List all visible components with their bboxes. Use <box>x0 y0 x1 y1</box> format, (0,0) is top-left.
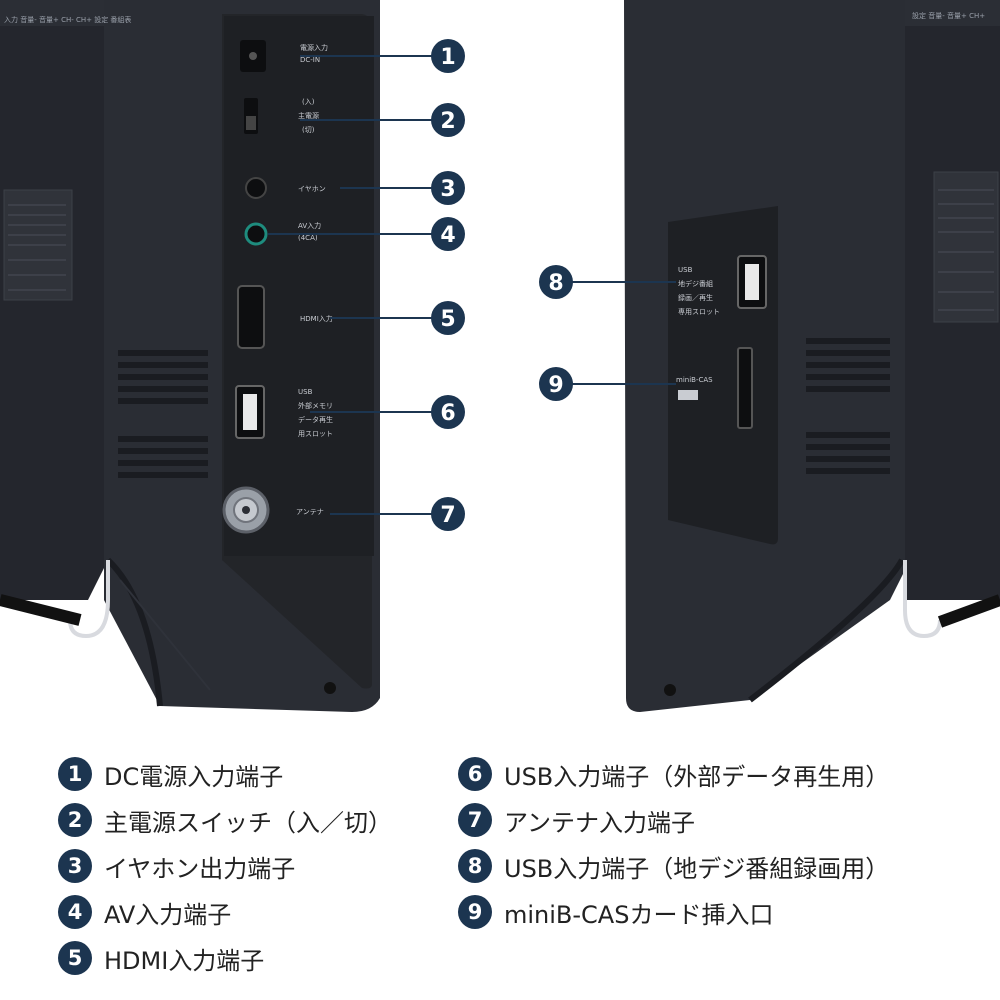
callout-6-number: 6 <box>440 401 455 426</box>
top-buttons-left: 入力 音量- 音量+ CH- CH+ 設定 番組表 <box>4 15 131 24</box>
legend-item-1: 1 DC電源入力端子 <box>58 754 283 794</box>
hdmi-port <box>237 285 265 349</box>
av-label: AV入力 <box>298 221 321 230</box>
callout-2-number: 2 <box>440 109 455 134</box>
callout-3 <box>431 171 465 205</box>
callout-9-number: 9 <box>548 373 563 398</box>
av-sub-label: (4CA) <box>298 234 318 242</box>
legend: 1 DC電源入力端子 2 主電源スイッチ（入／切） 3 イヤホン出力端子 4 A… <box>0 740 1000 1000</box>
legend-item-9: 9 miniB-CASカード挿入口 <box>458 892 773 932</box>
legend-label-9: miniB-CASカード挿入口 <box>504 900 774 929</box>
hdmi-label: HDMI入力 <box>300 314 333 323</box>
legend-number-8: 8 <box>458 849 492 883</box>
legend-label-3: イヤホン出力端子 <box>104 854 296 883</box>
callout-9 <box>539 367 573 401</box>
legend-item-5: 5 HDMI入力端子 <box>58 938 264 978</box>
legend-item-7: 7 アンテナ入力端子 <box>458 800 695 840</box>
legend-number-4: 4 <box>58 895 92 929</box>
legend-number-3: 3 <box>58 849 92 883</box>
right-device: 設定 音量- 音量+ CH+ USB 地デジ番組 録画／再生 <box>624 0 1000 712</box>
top-buttons-right: 設定 音量- 音量+ CH+ <box>912 11 985 20</box>
antenna-label: アンテナ <box>296 508 324 516</box>
legend-label-1: DC電源入力端子 <box>104 762 284 791</box>
usb1-line-a: 外部メモリ <box>298 401 333 410</box>
legend-item-2: 2 主電源スイッチ（入／切） <box>58 800 392 840</box>
callout-4 <box>431 217 465 251</box>
dc-sub-label: DC-IN <box>300 56 320 64</box>
legend-label-6: USB入力端子（外部データ再生用） <box>504 762 890 791</box>
usb2-line-b: 録画／再生 <box>678 293 713 302</box>
bcas-slot <box>737 347 753 429</box>
callout-markers: 1 2 3 4 5 6 7 8 9 <box>431 39 573 531</box>
callout-8-number: 8 <box>548 271 563 296</box>
legend-item-4: 4 AV入力端子 <box>58 892 231 932</box>
legend-number-2: 2 <box>58 803 92 837</box>
switch-on-label: (入) <box>302 98 315 106</box>
legend-number-5: 5 <box>58 941 92 975</box>
usb1-line-b: データ再生 <box>298 415 333 424</box>
legend-item-6: 6 USB入力端子（外部データ再生用） <box>458 754 889 794</box>
legend-label-8: USB入力端子（地デジ番組録画用） <box>504 854 890 883</box>
legend-item-8: 8 USB入力端子（地デジ番組録画用） <box>458 846 889 886</box>
callout-1-number: 1 <box>440 45 455 70</box>
earphone-jack <box>245 177 267 199</box>
callout-3-number: 3 <box>440 177 455 202</box>
dc-label: 電源入力 <box>300 43 328 52</box>
usb2-line-a: 地デジ番組 <box>678 279 713 288</box>
callout-7-number: 7 <box>440 503 455 528</box>
callout-7 <box>431 497 465 531</box>
legend-number-1: 1 <box>58 757 92 791</box>
usb2-line-c: 専用スロット <box>678 307 720 316</box>
callout-4-number: 4 <box>440 223 455 248</box>
legend-label-2: 主電源スイッチ（入／切） <box>104 808 392 837</box>
product-illustration: 入力 音量- 音量+ CH- CH+ 設定 番組表 電源入力 DC-IN (入)… <box>0 0 1000 712</box>
legend-number-9: 9 <box>458 895 492 929</box>
callout-lines <box>268 55 676 515</box>
callout-6 <box>431 395 465 429</box>
legend-number-7: 7 <box>458 803 492 837</box>
callout-8 <box>539 265 573 299</box>
bcas-label: miniB-CAS <box>676 376 713 384</box>
callout-5 <box>431 301 465 335</box>
legend-label-4: AV入力端子 <box>104 900 232 929</box>
usb1-line-c: 用スロット <box>298 430 333 438</box>
callout-5-number: 5 <box>440 307 455 332</box>
usb1-label: USB <box>298 388 313 396</box>
switch-label: 主電源 <box>298 111 319 120</box>
callout-2 <box>431 103 465 137</box>
av-jack <box>244 222 268 246</box>
legend-label-5: HDMI入力端子 <box>104 946 265 975</box>
legend-number-6: 6 <box>458 757 492 791</box>
callout-1 <box>431 39 465 73</box>
usb2-label: USB <box>678 266 693 274</box>
switch-off-label: (切) <box>302 126 315 134</box>
earphone-label: イヤホン <box>298 185 326 193</box>
legend-item-3: 3 イヤホン出力端子 <box>58 846 295 886</box>
legend-label-7: アンテナ入力端子 <box>504 808 696 837</box>
left-device: 入力 音量- 音量+ CH- CH+ 設定 番組表 電源入力 DC-IN (入)… <box>0 0 380 712</box>
